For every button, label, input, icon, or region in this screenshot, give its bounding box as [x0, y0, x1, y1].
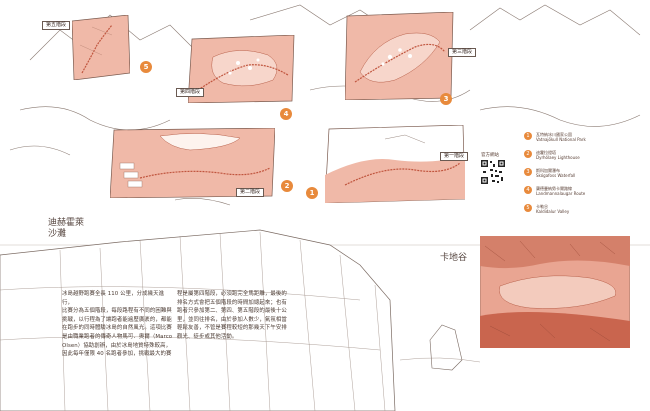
stage5-map [72, 15, 130, 80]
body-line: 程是屬第四階段，必須跑完全馬距離，最後的 [177, 291, 287, 297]
legend-zh: 卡勒谷 [536, 204, 548, 209]
legend-number: 3 [524, 168, 532, 176]
stage5-label: 第五階段 [42, 21, 71, 30]
body-column-1: 冰島越野跑賽全長 110 公里，分成幾天進行， 比賽分為五個階段，每段路程有不同… [62, 290, 174, 359]
legend-en: Skógafoss Waterfall [536, 173, 576, 178]
valley-illustration [480, 236, 630, 348]
body-column-2: 程是屬第四階段，必須跑完全馬距離，最後的 排名方式會把五個階段的時間加總起來；也… [177, 290, 289, 342]
body-line: 挑戰，以行程為了讓跑者能遍歷廣袤的，都能 [62, 316, 172, 323]
stage1-map [325, 125, 465, 203]
legend-en: Landmannalaugar Route [536, 191, 586, 196]
sketch-note-beach: 迪赫霍萊 沙灘 [48, 218, 85, 239]
stage1-marker: 1 [306, 187, 318, 199]
body-line: 跑者只參加第二、第四、第五階段的最後十公 [177, 308, 287, 315]
stage4-label: 第四階段 [176, 88, 205, 97]
legend-number: 1 [524, 132, 532, 140]
legend-number: 5 [524, 204, 532, 212]
stage5-marker: 5 [140, 61, 152, 73]
body-line: 輕鬆友善，不管是賽程較短的那幾天下午安排 [177, 325, 287, 332]
stage4-map [188, 35, 295, 103]
stage2-marker: 2 [281, 180, 293, 192]
body-line: 是由職業跑者的傳奇人物馬可．奧爾（Marco [62, 333, 173, 340]
body-line: 里，並同往排名，由於參加人數少，氣氛相當 [177, 316, 287, 323]
body-line: 比賽分為五個階段，每段路程有不同的困難與 [62, 308, 172, 315]
stage3-label: 第三階段 [448, 48, 477, 57]
stage2-label: 第二階段 [236, 188, 265, 197]
qr-code[interactable] [480, 159, 506, 185]
stage3-marker: 3 [440, 93, 452, 105]
legend-zh: 迪霍拉燈塔 [536, 150, 556, 155]
sketch-note-valley: 卡地谷 [440, 253, 468, 263]
legend-zh: 蘭德曼納勞卡爾路線 [536, 186, 572, 191]
body-line: 觀光、徒步或其他活動。 [177, 333, 238, 340]
legend-zh: 瓦特納冰川國家公園 [536, 132, 572, 137]
legend-number: 2 [524, 150, 532, 158]
body-line: Olsen）協助創辦，由於冰島地質特殊較高， [62, 342, 172, 349]
legend-number: 4 [524, 186, 532, 194]
legend-en: Dyrhólaey Lighthouse [536, 155, 580, 160]
body-line: 冰島越野跑賽全長 110 公里，分成幾天進行， [62, 291, 165, 306]
body-line: 因此每年僅限 40 名跑者參加，挑戰最大的賽 [62, 351, 172, 358]
legend-en: Kaldidalur Valley [536, 209, 570, 214]
qr-label: 官方網站 [481, 153, 499, 158]
legend-en: Vatnajökull National Park [536, 137, 586, 142]
stage2-map [110, 128, 275, 198]
stage1-label: 第一階段 [440, 152, 469, 161]
stage4-marker: 4 [280, 108, 292, 120]
body-line: 排名方式會把五個階段的時間加總起來；也有 [177, 299, 287, 306]
legend-zh: 斯科加爾瀑布 [536, 168, 560, 173]
body-line: 在跑步的同時體驗冰島的自然風光。這項比賽 [62, 325, 172, 332]
stage3-map [345, 12, 454, 100]
